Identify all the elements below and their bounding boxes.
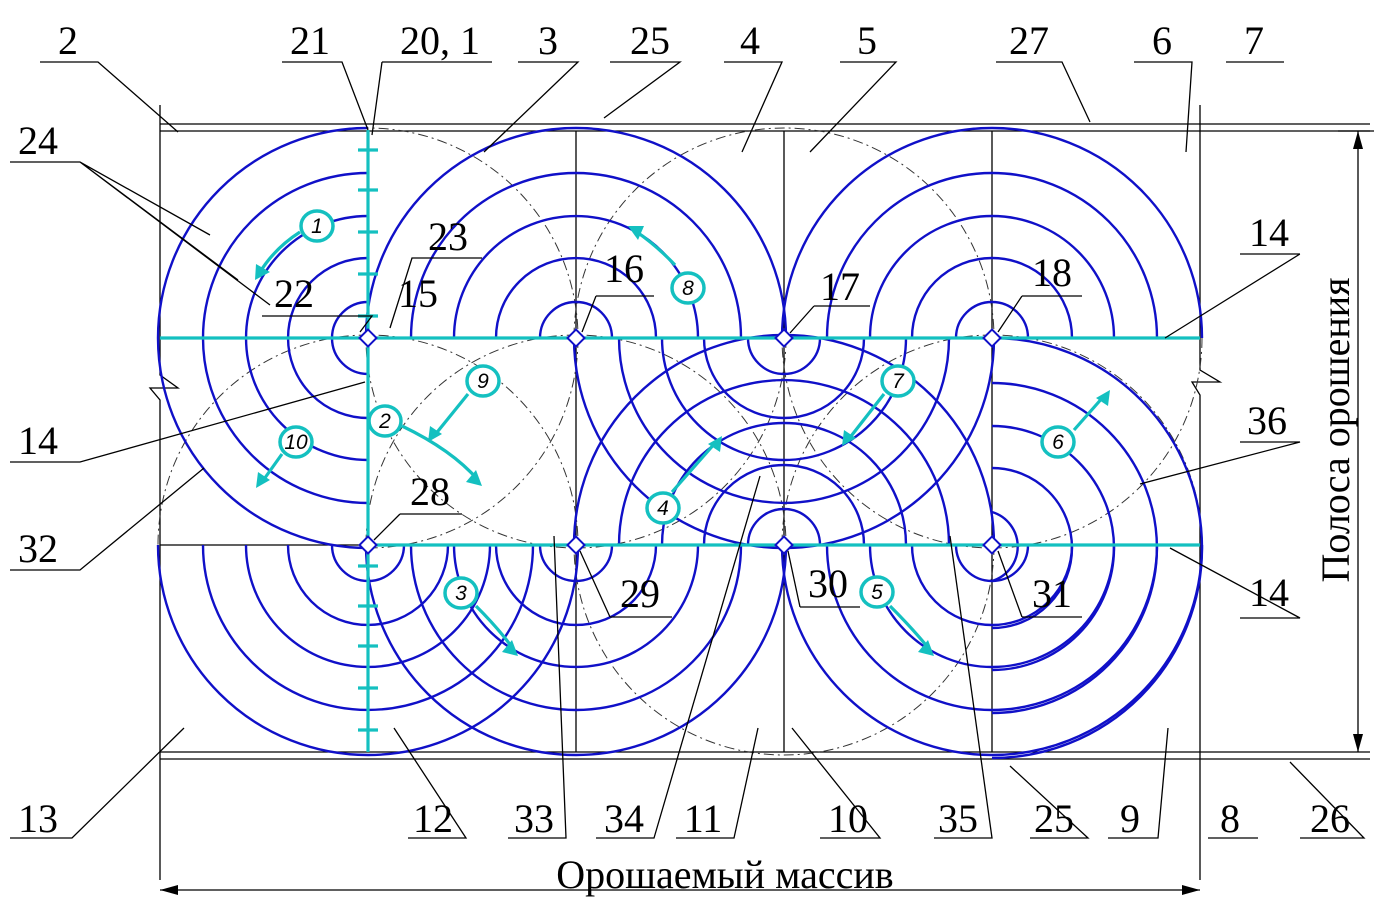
callout-label: 22 (274, 271, 314, 316)
route-number-circle (880, 364, 916, 398)
callout-label: 13 (18, 796, 58, 841)
route-number-text: 7 (892, 370, 905, 393)
callout-label: 14 (18, 418, 58, 463)
route-number-circle (1040, 425, 1076, 459)
callout-label: 9 (1120, 796, 1140, 841)
callout-label: 14 (1249, 570, 1289, 615)
callout-label: 34 (604, 796, 644, 841)
callout-label: 21 (290, 18, 330, 63)
callout-label: 15 (398, 271, 438, 316)
route-number-badge: 7 (880, 364, 916, 398)
route-arrows (255, 226, 1110, 656)
callout-label: 30 (808, 561, 848, 606)
route-number-badge: 5 (859, 575, 895, 609)
hydrant-nodes (358, 328, 1002, 555)
bottom-caption: Орошаемый массив (556, 852, 893, 897)
route-number-badge: 9 (465, 364, 501, 398)
route-number-text: 8 (682, 277, 694, 300)
callout-label: 3 (538, 18, 558, 63)
route-number-badge: 6 (1040, 425, 1076, 459)
callout-label: 25 (1034, 796, 1074, 841)
callout-label: 18 (1032, 250, 1072, 295)
callout-label: 14 (1249, 210, 1289, 255)
route-number-text: 5 (871, 581, 883, 604)
callout-label: 35 (938, 796, 978, 841)
route-number-circle (367, 404, 403, 438)
route-number-text: 3 (455, 582, 467, 605)
callout-label: 16 (604, 246, 644, 291)
callout-label: 4 (740, 18, 760, 63)
route-number-circle (443, 576, 479, 610)
callout-label: 2 (58, 18, 78, 63)
callout-label: 17 (820, 264, 860, 309)
route-number-badge: 3 (443, 576, 479, 610)
callout-label: 25 (630, 18, 670, 63)
route-number-circle (670, 271, 706, 305)
route-number-text: 4 (657, 497, 669, 520)
route-number-text: 9 (477, 370, 489, 393)
route-number-text: 10 (284, 431, 308, 454)
callout-label: 31 (1032, 571, 1072, 616)
callout-label: 12 (413, 796, 453, 841)
route-number-badge: 10 (278, 425, 314, 459)
callout-label: 10 (828, 796, 868, 841)
callout-label: 23 (428, 214, 468, 259)
route-number-circle (645, 491, 681, 525)
callout-label: 24 (18, 118, 58, 163)
callout-label: 7 (1244, 18, 1264, 63)
callout-label: 6 (1152, 18, 1172, 63)
callout-label: 8 (1220, 796, 1240, 841)
route-number-circle (465, 364, 501, 398)
route-number-badge: 1 (299, 209, 335, 243)
side-caption: Полоса орошения (1313, 277, 1358, 582)
route-number-circle (278, 425, 314, 459)
route-number-circle (299, 209, 335, 243)
route-number-badge: 2 (367, 404, 403, 438)
route-number-badge: 4 (645, 491, 681, 525)
leader-lines (10, 61, 1366, 839)
callout-label: 26 (1310, 796, 1350, 841)
callout-label: 20, 1 (400, 18, 480, 63)
route-number-badge: 8 (670, 271, 706, 305)
callout-label: 29 (620, 571, 660, 616)
callout-label: 11 (684, 796, 723, 841)
callout-label: 27 (1009, 18, 1049, 63)
callout-label: 36 (1247, 398, 1287, 443)
route-number-circle (859, 575, 895, 609)
callout-label: 28 (410, 469, 450, 514)
route-number-text: 2 (378, 410, 391, 433)
callout-label: 5 (857, 18, 877, 63)
route-number-text: 1 (311, 215, 323, 238)
callout-label: 32 (18, 526, 58, 571)
route-number-text: 6 (1052, 431, 1064, 454)
callout-label: 33 (514, 796, 554, 841)
